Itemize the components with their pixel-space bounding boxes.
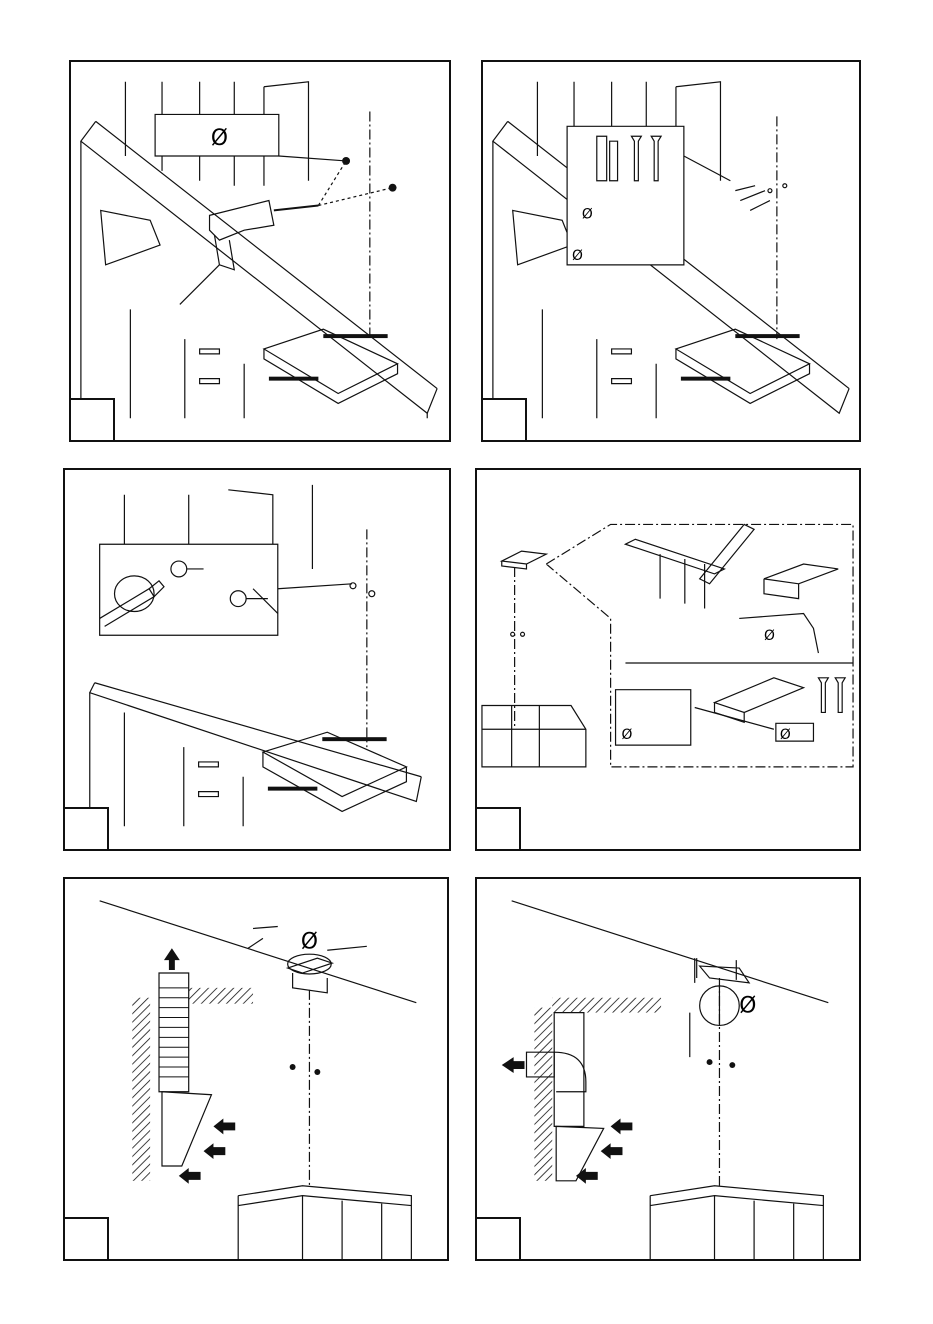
step-number-box [69, 398, 115, 442]
step-number-box [481, 398, 527, 442]
step-number-box [63, 1217, 109, 1261]
step-number-box [475, 807, 521, 851]
ducted-rear-illustration: Ø [477, 879, 859, 1259]
panel-insert-plugs: Ø Ø [481, 60, 861, 442]
panel-drill-wall: Ø [69, 60, 451, 442]
hole-diameter-symbol: Ø [764, 628, 775, 644]
panel-ceiling-bracket: Ø Ø Ø [475, 468, 861, 851]
duct-diameter-symbol: Ø [301, 929, 318, 954]
ceiling-bracket-illustration: Ø Ø Ø [477, 470, 859, 849]
panel-fit-screws [63, 468, 451, 851]
plug-diameter-symbol: Ø [621, 727, 632, 743]
ducted-vertical-illustration: Ø [65, 879, 447, 1259]
drill-wall-illustration: Ø [71, 62, 449, 440]
diameter-symbol: Ø [211, 126, 228, 151]
plug-diameter-symbol: Ø [582, 206, 593, 222]
panel-ducted-vertical: Ø [63, 877, 449, 1261]
screw-diameter-symbol: Ø [572, 248, 583, 264]
step-number-box [63, 807, 109, 851]
outlet-diameter-symbol: Ø [739, 994, 756, 1019]
step-number-box [475, 1217, 521, 1261]
panel-ducted-rear: Ø [475, 877, 861, 1261]
fit-screws-illustration [65, 470, 449, 849]
insert-plugs-illustration: Ø Ø [483, 62, 859, 440]
screw-diameter-symbol: Ø [780, 727, 791, 743]
